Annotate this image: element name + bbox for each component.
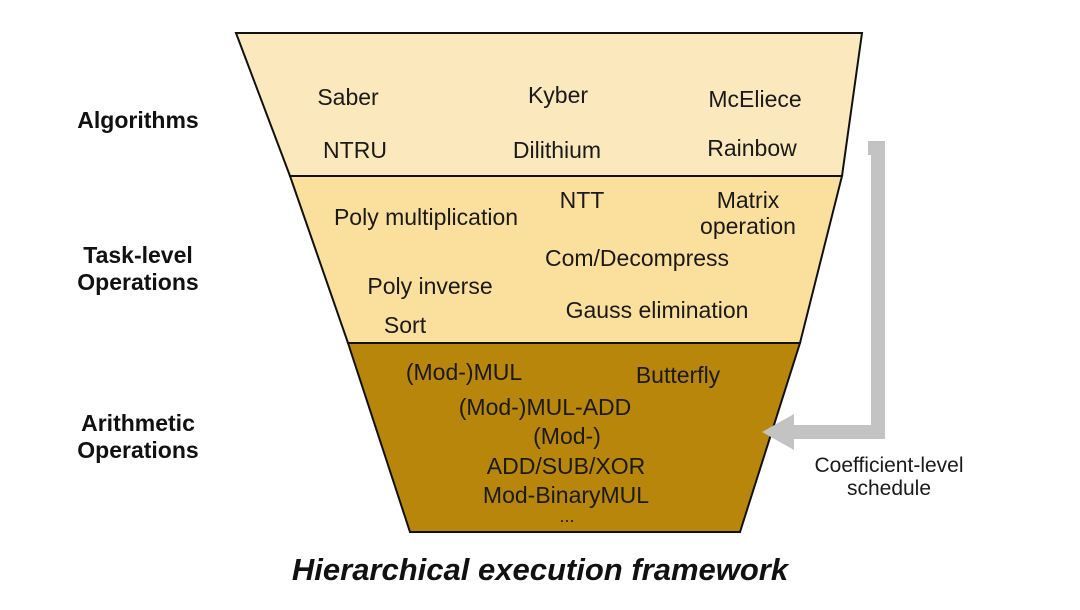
task-poly-inverse: Poly inverse [367, 273, 493, 299]
label-algorithms: Algorithms [77, 107, 199, 133]
task-operation: operation [700, 213, 796, 239]
arith-ellipsis: ... [559, 506, 575, 526]
arith-add-sub-xor: ADD/SUB/XOR [486, 453, 646, 479]
task-poly-multiplication: Poly multiplication [333, 204, 519, 230]
algo-rainbow: Rainbow [707, 135, 797, 161]
schedule-arrowhead [762, 414, 794, 450]
arith-mod-mul-add: (Mod-)MUL-ADD [458, 394, 632, 420]
arith-mod-mul: (Mod-)MUL [405, 359, 523, 385]
arithmetic-layer [346, 342, 802, 533]
task-sort: Sort [383, 312, 427, 338]
label-task-level-operations: Task-level Operations [77, 242, 199, 295]
schedule-arrow [790, 141, 885, 439]
algo-kyber: Kyber [527, 82, 589, 108]
task-ntt: NTT [559, 187, 605, 213]
task-com-decompress: Com/Decompress [544, 245, 730, 271]
arith-mod-prefix: (Mod-) [533, 423, 601, 449]
task-gauss-elimination: Gauss elimination [565, 297, 749, 323]
arith-mod-binarymul: Mod-BinaryMUL [482, 482, 650, 508]
task-matrix: Matrix [716, 187, 780, 213]
algo-ntru: NTRU [323, 137, 387, 163]
diagram-caption: Hierarchical execution framework [291, 552, 789, 587]
coefficient-level-schedule-note: Coefficient-level schedule [814, 454, 964, 500]
label-arithmetic-operations: Arithmetic Operations [77, 410, 199, 463]
algo-mceliece: McEliece [708, 86, 802, 112]
arith-butterfly: Butterfly [635, 362, 721, 388]
algo-saber: Saber [317, 84, 379, 110]
algo-dilithium: Dilithium [512, 137, 602, 163]
